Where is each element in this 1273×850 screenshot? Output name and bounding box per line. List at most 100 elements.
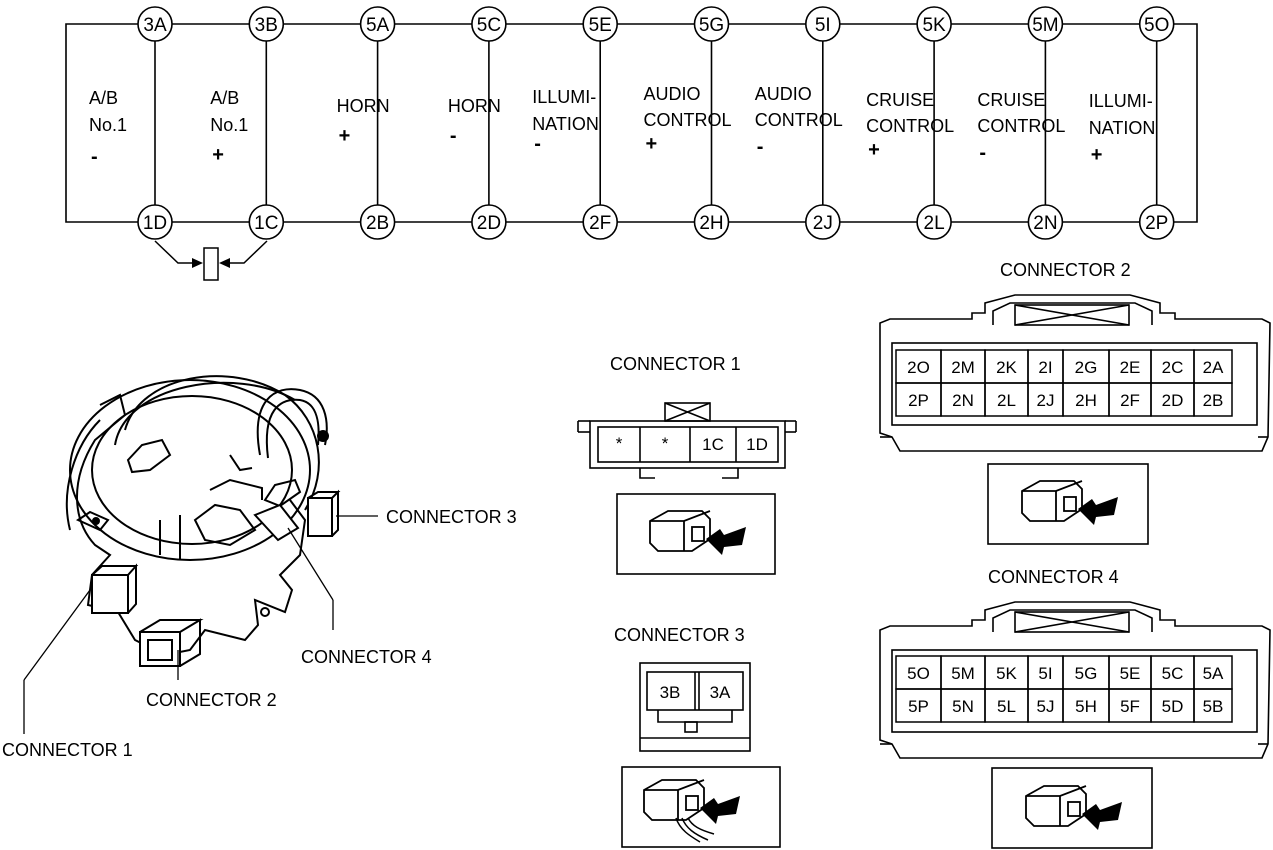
connector4-pin-5m: 5M bbox=[951, 664, 975, 683]
circuit-polarity: - bbox=[450, 125, 457, 147]
connector4-pin-5j: 5J bbox=[1037, 697, 1055, 716]
terminal-5c: 5C bbox=[477, 15, 501, 36]
connector4-pin-5k: 5K bbox=[996, 664, 1017, 683]
terminal-5o-circle bbox=[1138, 6, 1175, 42]
circuit-5i-2j: 5I 2J AUDIO CONTROL - bbox=[755, 6, 843, 240]
terminal-5i: 5I bbox=[815, 15, 831, 36]
connector4-pin-5h: 5H bbox=[1075, 697, 1097, 716]
clock-spring-illustration bbox=[65, 375, 341, 667]
circuit-5c-2d: 5C 2D HORN - bbox=[448, 6, 507, 240]
connector4-pin-5i: 5I bbox=[1038, 664, 1052, 683]
circuit-name-line: AUDIO bbox=[644, 84, 701, 104]
connector2-pin-2o: 2O bbox=[907, 358, 930, 377]
connector2-pin-2c: 2C bbox=[1162, 358, 1184, 377]
clockspring-connector2-label: CONNECTOR 2 bbox=[146, 690, 277, 710]
connector2-pin-2j: 2J bbox=[1037, 391, 1055, 410]
terminal-2n-circle bbox=[1027, 204, 1064, 240]
connector4-pin-5f: 5F bbox=[1120, 697, 1140, 716]
terminal-2b: 2B bbox=[366, 213, 389, 234]
connector2-pin-2m: 2M bbox=[951, 358, 975, 377]
circuit-name-line: NATION bbox=[532, 114, 599, 134]
circuit-3a-1d: 3A 1D A/B No.1 - bbox=[89, 6, 173, 240]
connector4-pin-5l: 5L bbox=[997, 697, 1016, 716]
terminal-2p: 2P bbox=[1145, 213, 1168, 234]
connector4-pin-5p: 5P bbox=[908, 697, 929, 716]
terminal-2l-circle bbox=[916, 204, 952, 240]
terminal-3a: 3A bbox=[143, 15, 167, 36]
terminal-2n: 2N bbox=[1033, 213, 1057, 234]
connector2-pin-2i: 2I bbox=[1038, 358, 1052, 377]
terminal-5g: 5G bbox=[699, 15, 724, 36]
connector2-pin-2l: 2L bbox=[997, 391, 1016, 410]
connector3-title: CONNECTOR 3 bbox=[614, 625, 745, 645]
terminal-5e: 5E bbox=[589, 15, 612, 36]
circuit-name-line: No.1 bbox=[89, 115, 127, 135]
circuit-name-line: A/B bbox=[210, 88, 239, 108]
connector1-face: CONNECTOR 1 * * 1C 1D bbox=[577, 354, 797, 575]
circuit-polarity: - bbox=[757, 136, 764, 158]
leader-lines bbox=[23, 515, 378, 734]
circuit-name-line: HORN bbox=[448, 96, 501, 116]
circuit-name-line: A/B bbox=[89, 88, 118, 108]
connector4-pin-5b: 5B bbox=[1203, 697, 1224, 716]
terminal-1d: 1D bbox=[143, 213, 167, 234]
terminal-2l: 2L bbox=[924, 213, 945, 234]
connector2-pin-2p: 2P bbox=[908, 391, 929, 410]
terminal-2p-circle bbox=[1138, 204, 1175, 240]
terminal-2f: 2F bbox=[589, 213, 611, 234]
circuit-polarity: + bbox=[868, 139, 880, 161]
circuit-polarity: + bbox=[212, 144, 224, 166]
connector4-pin-5n: 5N bbox=[952, 697, 974, 716]
wiring-schematic: 3A1DA/BNo.1-3B1CA/BNo.1+5A2BHORN+5C2DHOR… bbox=[65, 6, 1198, 281]
connector4-pin-5o: 5O bbox=[907, 664, 930, 683]
terminal-5m: 5M bbox=[1032, 15, 1058, 36]
terminal-5g-circle bbox=[693, 6, 730, 42]
connector4-pin-5d: 5D bbox=[1162, 697, 1184, 716]
terminal-3b-circle bbox=[248, 6, 285, 42]
connector4-pin-5e: 5E bbox=[1120, 664, 1141, 683]
terminal-2j-circle bbox=[804, 204, 841, 240]
schematic-frame bbox=[65, 23, 1198, 223]
terminal-2h: 2H bbox=[699, 213, 723, 234]
connector2-pin-2n: 2N bbox=[952, 391, 974, 410]
connector1-pin-3: 1C bbox=[702, 435, 724, 454]
clockspring-connector1-label: CONNECTOR 1 bbox=[2, 740, 133, 760]
terminal-5o: 5O bbox=[1144, 15, 1169, 36]
terminal-2j: 2J bbox=[813, 213, 833, 234]
connector1-view-icon bbox=[649, 510, 746, 555]
circuit-5g-2h: 5G 2H AUDIO CONTROL + bbox=[644, 6, 732, 240]
circuit-polarity: - bbox=[91, 146, 98, 168]
terminal-2f-circle bbox=[582, 204, 619, 240]
circuit-5k-2l: 5K 2L CRUISE CONTROL + bbox=[866, 6, 954, 240]
connector3-pin-1: 3B bbox=[660, 683, 681, 702]
circuit-name-line: CONTROL bbox=[755, 110, 843, 130]
connector2-view-icon bbox=[1021, 480, 1118, 525]
connector2-pin-2g: 2G bbox=[1075, 358, 1098, 377]
connector4-pin-5g: 5G bbox=[1075, 664, 1098, 683]
circuit-name-line: CONTROL bbox=[644, 110, 732, 130]
connector1-pin-2: * bbox=[662, 434, 669, 453]
circuit-name-line: No.1 bbox=[210, 115, 248, 135]
circuit-polarity: + bbox=[646, 133, 658, 155]
terminal-1c-circle bbox=[248, 204, 285, 240]
circuit-polarity: - bbox=[534, 133, 541, 155]
connector2-pin-2b: 2B bbox=[1203, 391, 1224, 410]
circuit-polarity: + bbox=[1091, 144, 1103, 166]
terminal-5e-circle bbox=[582, 6, 619, 42]
circuit-name-line: CRUISE bbox=[866, 90, 934, 110]
clockspring-connector3-label: CONNECTOR 3 bbox=[386, 507, 517, 527]
terminal-5k: 5K bbox=[922, 15, 946, 36]
connector4-title: CONNECTOR 4 bbox=[988, 567, 1119, 587]
circuit-name-line: NATION bbox=[1089, 118, 1156, 138]
connector2-pin-2a: 2A bbox=[1203, 358, 1224, 377]
connector2-pin-2k: 2K bbox=[996, 358, 1017, 377]
circuit-name-line: CONTROL bbox=[866, 116, 954, 136]
connector3-face: CONNECTOR 3 3B 3A bbox=[614, 625, 781, 848]
circuit-name-line: AUDIO bbox=[755, 84, 812, 104]
terminal-2d: 2D bbox=[477, 213, 501, 234]
